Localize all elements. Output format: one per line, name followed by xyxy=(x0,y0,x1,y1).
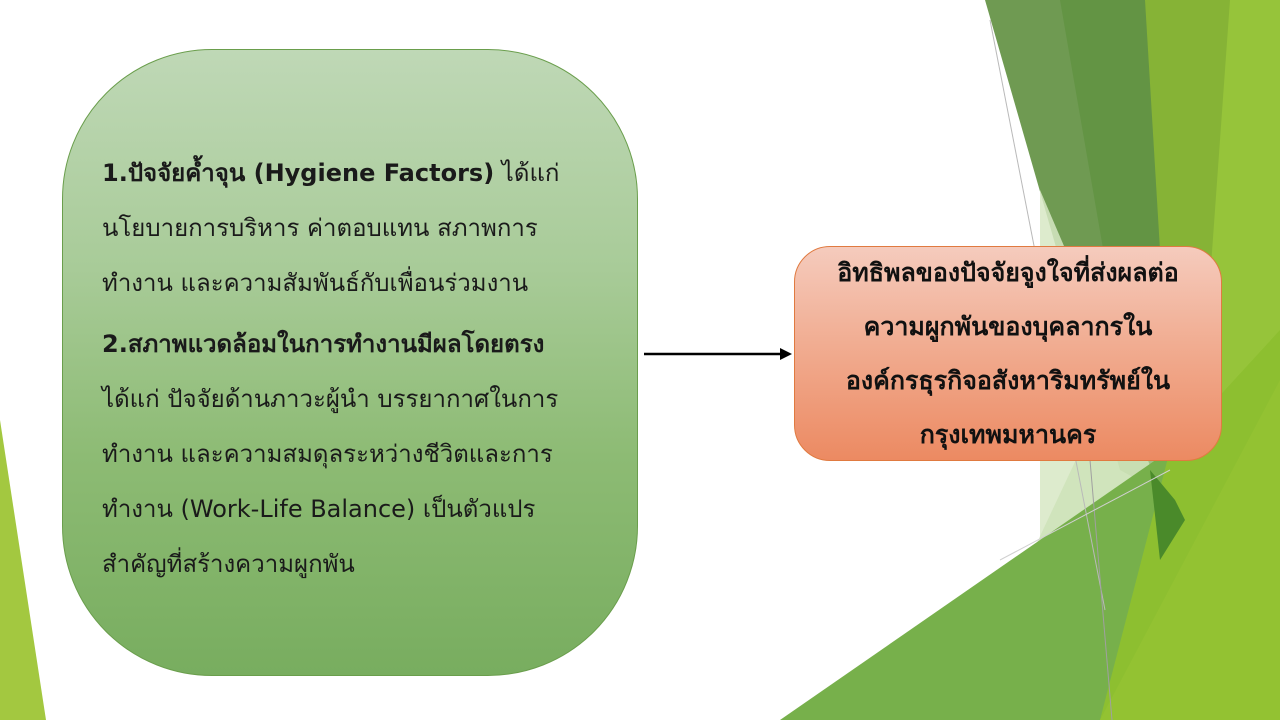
para1-line-2: ทำงาน และความสัมพันธ์กับเพื่อนร่วมงาน xyxy=(102,269,529,297)
outcome-line-1: อิทธิพลของปัจจัยจูงใจที่ส่งผลต่อ xyxy=(837,257,1179,287)
para2-line-3: ทำงาน (Work-Life Balance) เป็นตัวแปร xyxy=(102,495,536,523)
para2-line-1: ได้แก่ ปัจจัยด้านภาวะผู้นำ บรรยากาศในการ xyxy=(102,385,559,413)
para1-heading-rest: ได้แก่ xyxy=(494,159,560,187)
outcome-line-2: ความผูกพันของบุคลากรใน xyxy=(863,311,1153,341)
para2-line-4: สำคัญที่สร้างความผูกพัน xyxy=(102,550,355,578)
outcome-line-4: กรุงเทพมหานคร xyxy=(919,419,1097,449)
para2-heading: 2.สภาพแวดล้อมในการทำงานมีผลโดยตรง xyxy=(102,330,545,358)
hygiene-factors-box xyxy=(62,49,638,676)
right-arrow-icon xyxy=(644,348,792,360)
para1-heading: 1.ปัจจัยค้ำจุน (Hygiene Factors) xyxy=(102,159,495,187)
hygiene-factors-text: 1.ปัจจัยค้ำจุน (Hygiene Factors) ได้แก่ … xyxy=(102,146,622,592)
outcome-line-3: องค์กรธุรกิจอสังหาริมทรัพย์ใน xyxy=(845,365,1171,395)
para1-line-1: นโยบายการบริหาร ค่าตอบแทน สภาพการ xyxy=(102,214,538,242)
para2-line-2: ทำงาน และความสมดุลระหว่างชีวิตและการ xyxy=(102,440,553,468)
outcome-box: อิทธิพลของปัจจัยจูงใจที่ส่งผลต่อ ความผูก… xyxy=(794,246,1222,461)
para1: 1.ปัจจัยค้ำจุน (Hygiene Factors) ได้แก่ xyxy=(102,146,622,201)
